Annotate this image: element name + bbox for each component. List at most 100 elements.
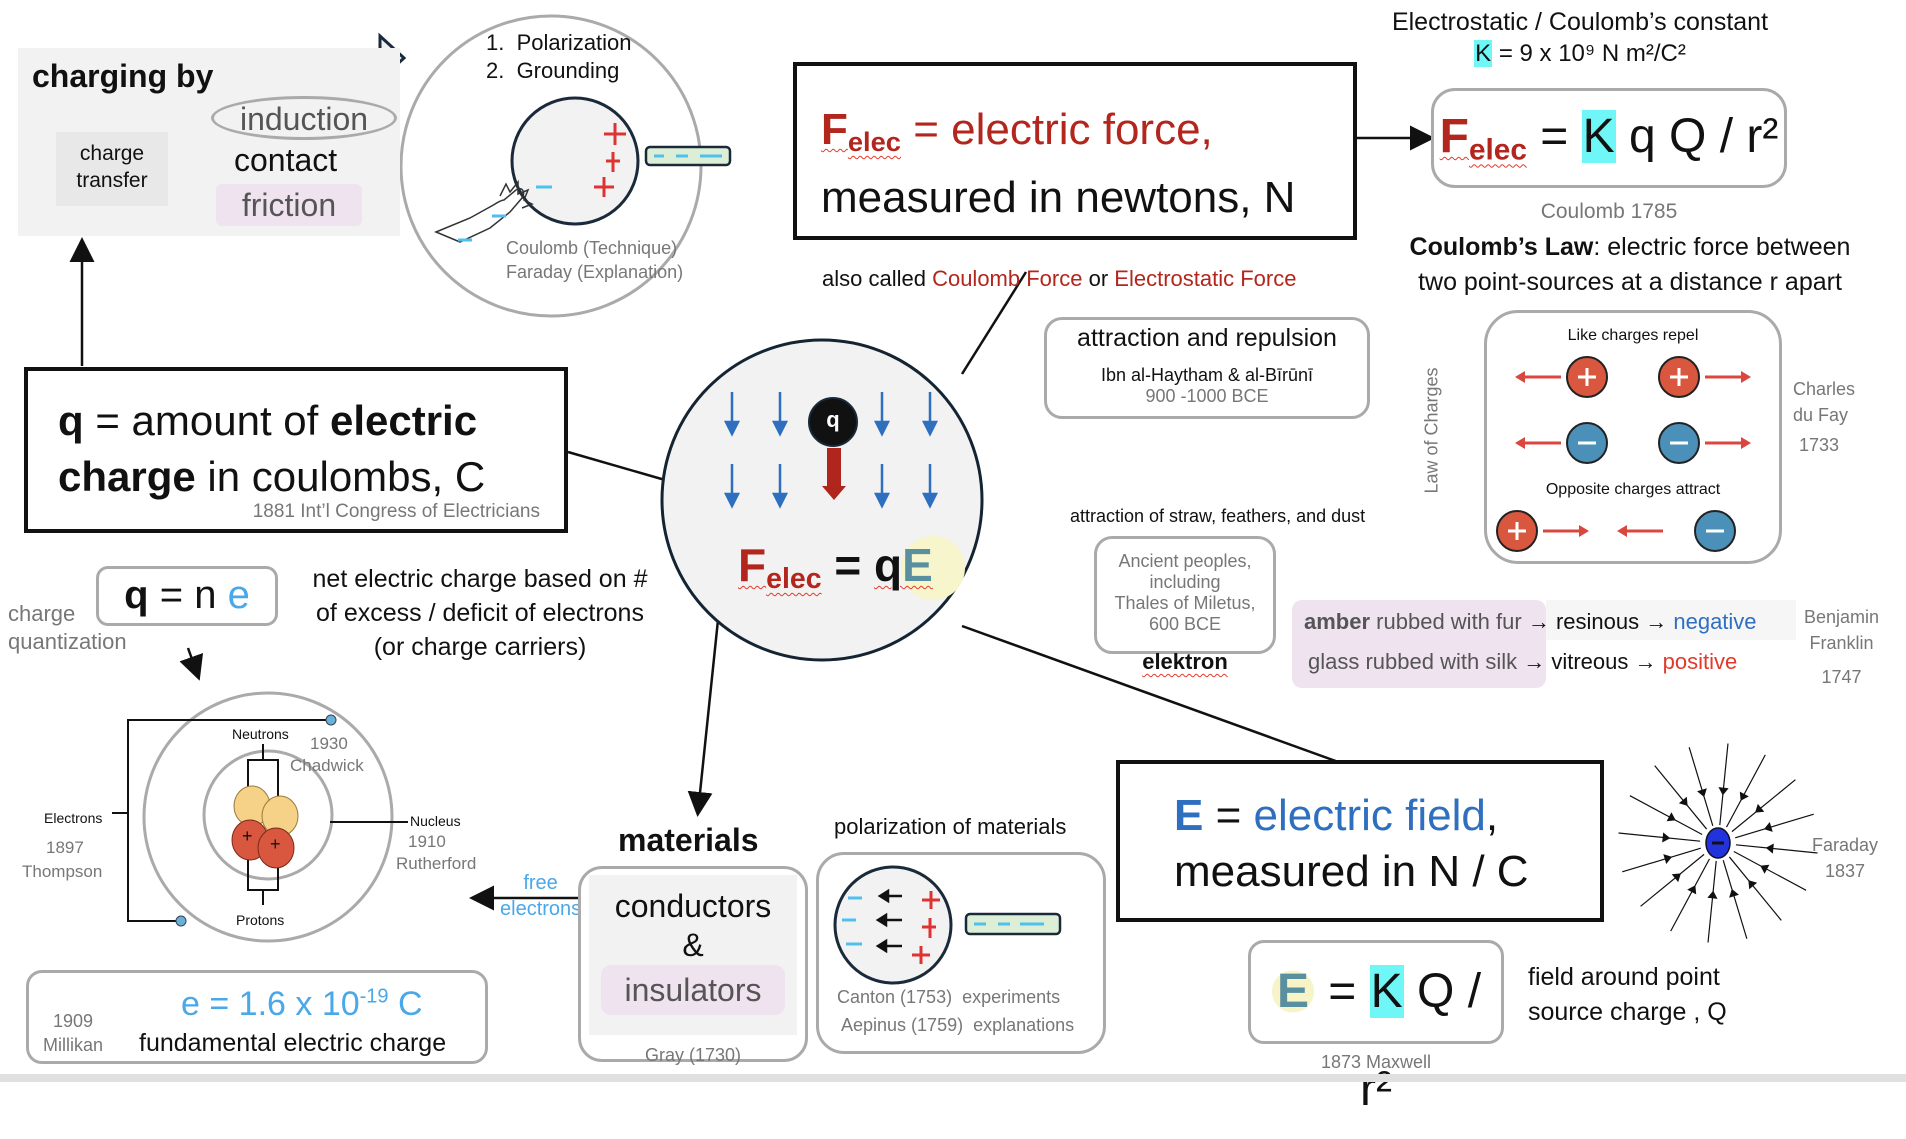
gray-credit: Gray (1730) (644, 1045, 742, 1065)
coulomb-credit: Coulomb 1785 (1540, 200, 1678, 223)
quantization-desc-1: net electric charge based on # (312, 565, 648, 593)
field-lines-icon (1618, 743, 1818, 943)
amber-row: amber rubbed with fur → resinous → negat… (1304, 609, 1757, 635)
center-circle (660, 338, 984, 662)
field-desc-2: source charge , Q (1528, 998, 1727, 1026)
attraction-names: Ibn al-Haytham & al-Bīrūnī (1100, 365, 1314, 385)
field-line-arrowhead (1765, 843, 1774, 854)
field-line-arrowhead (1748, 880, 1758, 890)
field-E: E (1174, 791, 1204, 840)
alt-name-coulomb-force: Coulomb Force (932, 266, 1083, 291)
field-formula-equals: = (1328, 965, 1357, 1018)
like-charges-label: Like charges repel (1567, 327, 1699, 344)
opposite-charges-label: Opposite charges attract (1545, 481, 1721, 498)
electrons-label-2: electrons (500, 898, 582, 920)
field-equals: = (1215, 791, 1242, 840)
method-friction: friction (216, 184, 362, 226)
charge-def-bold-1: electric (329, 397, 478, 444)
charge-credit: 1881 Int’l Congress of Electricians (252, 501, 540, 522)
franklin-year: 1747 (1821, 667, 1862, 687)
insulators-label: insulators (601, 965, 785, 1015)
field-line-arrowhead (1663, 854, 1673, 864)
franklin-name-1: Benjamin (1804, 607, 1880, 627)
electron-dot (325, 714, 337, 726)
neutrons-credit: Chadwick (290, 756, 364, 775)
quantization-box: q = n e (96, 566, 278, 626)
elektron-label: elektron (1142, 649, 1228, 674)
charges-diagram (1496, 356, 1751, 552)
materials-box: conductors & insulators Gray (1730) (578, 866, 808, 1065)
law-of-charges-box: Like charges repel Opposite charges attr… (1484, 310, 1782, 564)
connector-quantization-to-atom (179, 647, 204, 681)
center-F: F (738, 539, 767, 591)
arrow-icon: → (1645, 609, 1668, 634)
force-arrow-shaft (827, 448, 841, 488)
amber-label: amber (1304, 609, 1371, 634)
method-contact: contact (234, 142, 338, 178)
field-line (1735, 844, 1818, 854)
field-formula-box: E = K Q / r² (1248, 940, 1504, 1116)
quantization-desc: net electric charge based on # of excess… (290, 562, 670, 664)
field-line (1670, 858, 1711, 932)
field-line (1629, 795, 1703, 836)
or-label: or (1088, 266, 1109, 291)
neutrons-label: Neutrons (232, 726, 289, 742)
constant-K: K (1474, 40, 1493, 67)
center-equation: Felec = qE (738, 538, 933, 596)
millikan-credit: 1909 Millikan (43, 1009, 103, 1057)
field-comma: , (1485, 791, 1499, 840)
protons-label: Protons (236, 912, 285, 928)
field-desc: field around point source charge , Q (1528, 960, 1727, 1030)
field-line-arrowhead (1662, 832, 1671, 843)
conductor-sphere (510, 96, 640, 226)
du-fay-credit: Charles du Fay 1733 (1793, 376, 1855, 458)
field-line (1654, 765, 1708, 830)
row-highlight-1 (1546, 600, 1796, 640)
arrow-icon: → (1634, 649, 1657, 674)
field-line (1728, 856, 1782, 921)
coulomb-law-text: : electric force between (1593, 233, 1851, 261)
electrons-label: Electrons (44, 810, 103, 826)
field-definition-box: E = electric field, measured in N / C (1116, 760, 1604, 922)
atom-outer-orbit (142, 691, 394, 943)
faraday-year: 1837 (1825, 861, 1866, 881)
field-line-arrowhead (1678, 796, 1688, 806)
connector-center-to-field (961, 624, 1345, 766)
ancient-peoples-box: Ancient peoples, including Thales of Mil… (1094, 536, 1276, 674)
charge-def-bold-2: charge (58, 453, 196, 500)
charging-title: charging by (32, 58, 214, 94)
proton-plus: + (270, 834, 281, 854)
charge-definition-box: q = amount of electric charge in coulomb… (24, 367, 568, 533)
coulomb-law-text-2: two point-sources at a distance r apart (1418, 268, 1842, 296)
center-q-label: q (826, 407, 840, 432)
force-arrow-head (822, 486, 846, 500)
electrons-credit: Thompson (22, 862, 103, 881)
proton (257, 827, 295, 869)
connector-q-to-center (567, 450, 673, 484)
bottom-scroll-strip (0, 1074, 1906, 1082)
millikan-name: Millikan (43, 1035, 104, 1055)
neutrons-year: 1930 (310, 734, 348, 753)
formula-subscript: elec (1469, 133, 1527, 167)
franklin-credit: Benjamin Franklin 1747 (1804, 604, 1879, 690)
ampersand-label: & (682, 927, 704, 963)
field-arrows (723, 392, 939, 509)
connector-center-to-force (960, 271, 1028, 375)
test-charge-q (808, 397, 858, 447)
ancient-heading: attraction of straw, feathers, and dust (1070, 506, 1366, 526)
glass-row: glass rubbed with silk → vitreous → posi… (1308, 649, 1737, 675)
constant-title: Electrostatic / Coulomb’s constant (1391, 8, 1769, 36)
electron-dot (175, 915, 187, 927)
maxwell-credit: 1873 Maxwell (1320, 1052, 1432, 1072)
coulomb-formula-box: Felec = K q Q / r² (1431, 88, 1787, 188)
electrons-year: 1897 (46, 838, 84, 857)
field-line (1722, 860, 1748, 939)
elementary-charge-box: 1909 Millikan e = 1.6 x 10-19 C fundamen… (26, 970, 488, 1064)
polarization-title: polarization of materials (834, 814, 1067, 839)
field-line (1622, 847, 1701, 873)
field-unit: measured in N / C (1174, 847, 1529, 896)
polarized-minus (842, 896, 862, 946)
connector-layer (69, 14, 1818, 985)
field-line-arrowhead (1666, 812, 1676, 822)
glass-rubbed: glass rubbed with silk (1308, 649, 1518, 674)
